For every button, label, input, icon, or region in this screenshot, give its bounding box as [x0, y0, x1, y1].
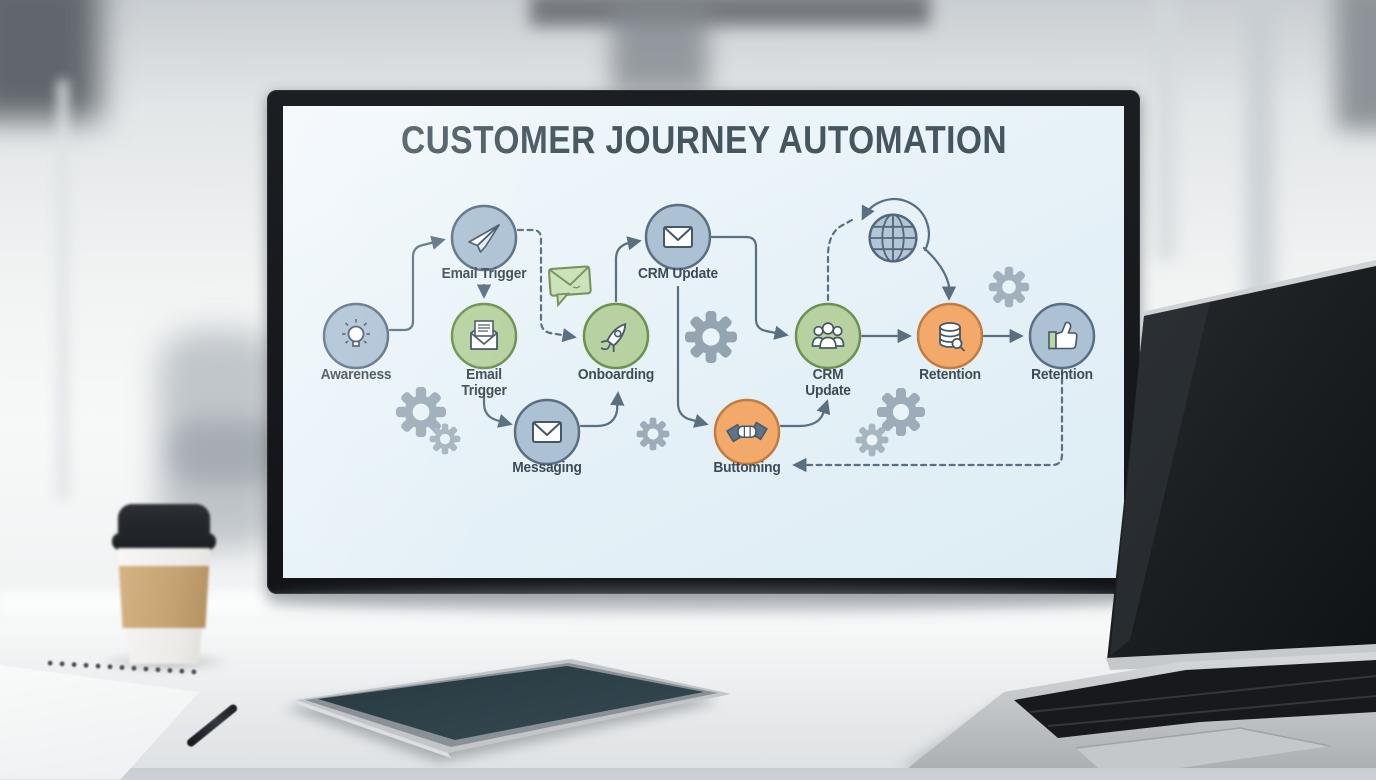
bg-beam-vertical [612, 0, 708, 92]
node-label-email-trigger: Email Trigger [422, 367, 546, 399]
connector-layer [388, 198, 1064, 473]
bg-dark-corner-right [1336, 0, 1376, 130]
node-layer [322, 203, 1096, 466]
bg-window-frame-left [58, 80, 68, 500]
bg-window-mullion-2 [1156, 0, 1176, 260]
node-label-retention-advocacy: Retention [1000, 367, 1124, 384]
node-awareness [322, 302, 390, 370]
node-label-awareness: Awareness [294, 367, 418, 384]
monitor-screen: CUSTOMER JOURNEY AUTOMATION Awareness Em… [283, 106, 1124, 578]
screen-glare [283, 106, 1124, 578]
node-crm-update-top [644, 203, 712, 271]
node-label-messaging: Messaging [485, 460, 609, 477]
diagram-title: CUSTOMER JOURNEY AUTOMATION [401, 119, 1007, 163]
laptop-lid-edge [1142, 260, 1376, 322]
node-label-crm-update: CRM Update [766, 367, 890, 399]
monitor: CUSTOMER JOURNEY AUTOMATION Awareness Em… [267, 90, 1140, 594]
node-messaging [513, 398, 581, 466]
bg-office-chair-seat [172, 420, 276, 484]
node-label-buttoming: Buttoming [685, 460, 809, 477]
bg-ceiling-beam [530, 0, 930, 26]
node-retention-advocacy [1028, 302, 1096, 370]
node-email-trigger-top [450, 204, 518, 272]
bg-dark-corner-left [0, 0, 100, 120]
node-crm-update [794, 302, 862, 370]
bg-window-mullion-1 [1246, 0, 1274, 480]
node-email-trigger [450, 302, 518, 370]
diagram-canvas [322, 198, 1096, 473]
coffee-cup [110, 500, 218, 670]
node-label-crm-update-top: CRM Update [616, 266, 740, 283]
node-label-retention: Retention [888, 367, 1012, 384]
coffee-cup-sleeve [118, 566, 210, 628]
coffee-cup-lid-rim [112, 533, 216, 550]
node-label-email-trigger-top: Email Trigger [422, 266, 546, 283]
node-retention [916, 302, 984, 370]
node-buttoming [713, 398, 781, 466]
node-onboarding [582, 302, 650, 370]
node-label-onboarding: Onboarding [554, 367, 678, 384]
